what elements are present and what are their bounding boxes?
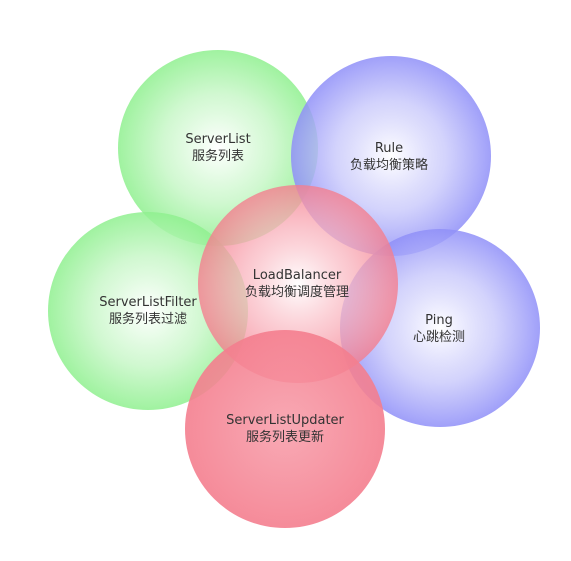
label-rule: Rule 负载均衡策略 xyxy=(350,140,428,174)
circle-serverlistupdater xyxy=(185,330,385,528)
label-serverlist: ServerList 服务列表 xyxy=(185,131,250,165)
serverlistupdater-desc: 服务列表更新 xyxy=(245,430,324,445)
ping-desc: 心跳检测 xyxy=(412,330,466,345)
serverlistupdater-name: ServerListUpdater xyxy=(226,413,344,428)
serverlistfilter-name: ServerListFilter xyxy=(99,295,197,310)
label-loadbalancer: LoadBalancer 负载均衡调度管理 xyxy=(245,267,349,301)
label-serverlistfilter: ServerListFilter 服务列表过滤 xyxy=(99,294,197,328)
circle-serverlistfilter xyxy=(48,212,248,410)
serverlist-desc: 服务列表 xyxy=(191,149,245,164)
circle-loadbalancer xyxy=(198,185,398,383)
loadbalancer-name: LoadBalancer xyxy=(252,268,342,283)
label-serverlistupdater: ServerListUpdater 服务列表更新 xyxy=(226,412,344,446)
label-ping: Ping 心跳检测 xyxy=(413,312,465,346)
rule-desc: 负载均衡策略 xyxy=(349,158,429,173)
loadbalancer-desc: 负载均衡调度管理 xyxy=(244,285,350,300)
rule-name: Rule xyxy=(374,141,404,156)
serverlistfilter-desc: 服务列表过滤 xyxy=(108,312,187,327)
serverlist-name: ServerList xyxy=(185,132,251,147)
ping-name: Ping xyxy=(425,313,453,328)
